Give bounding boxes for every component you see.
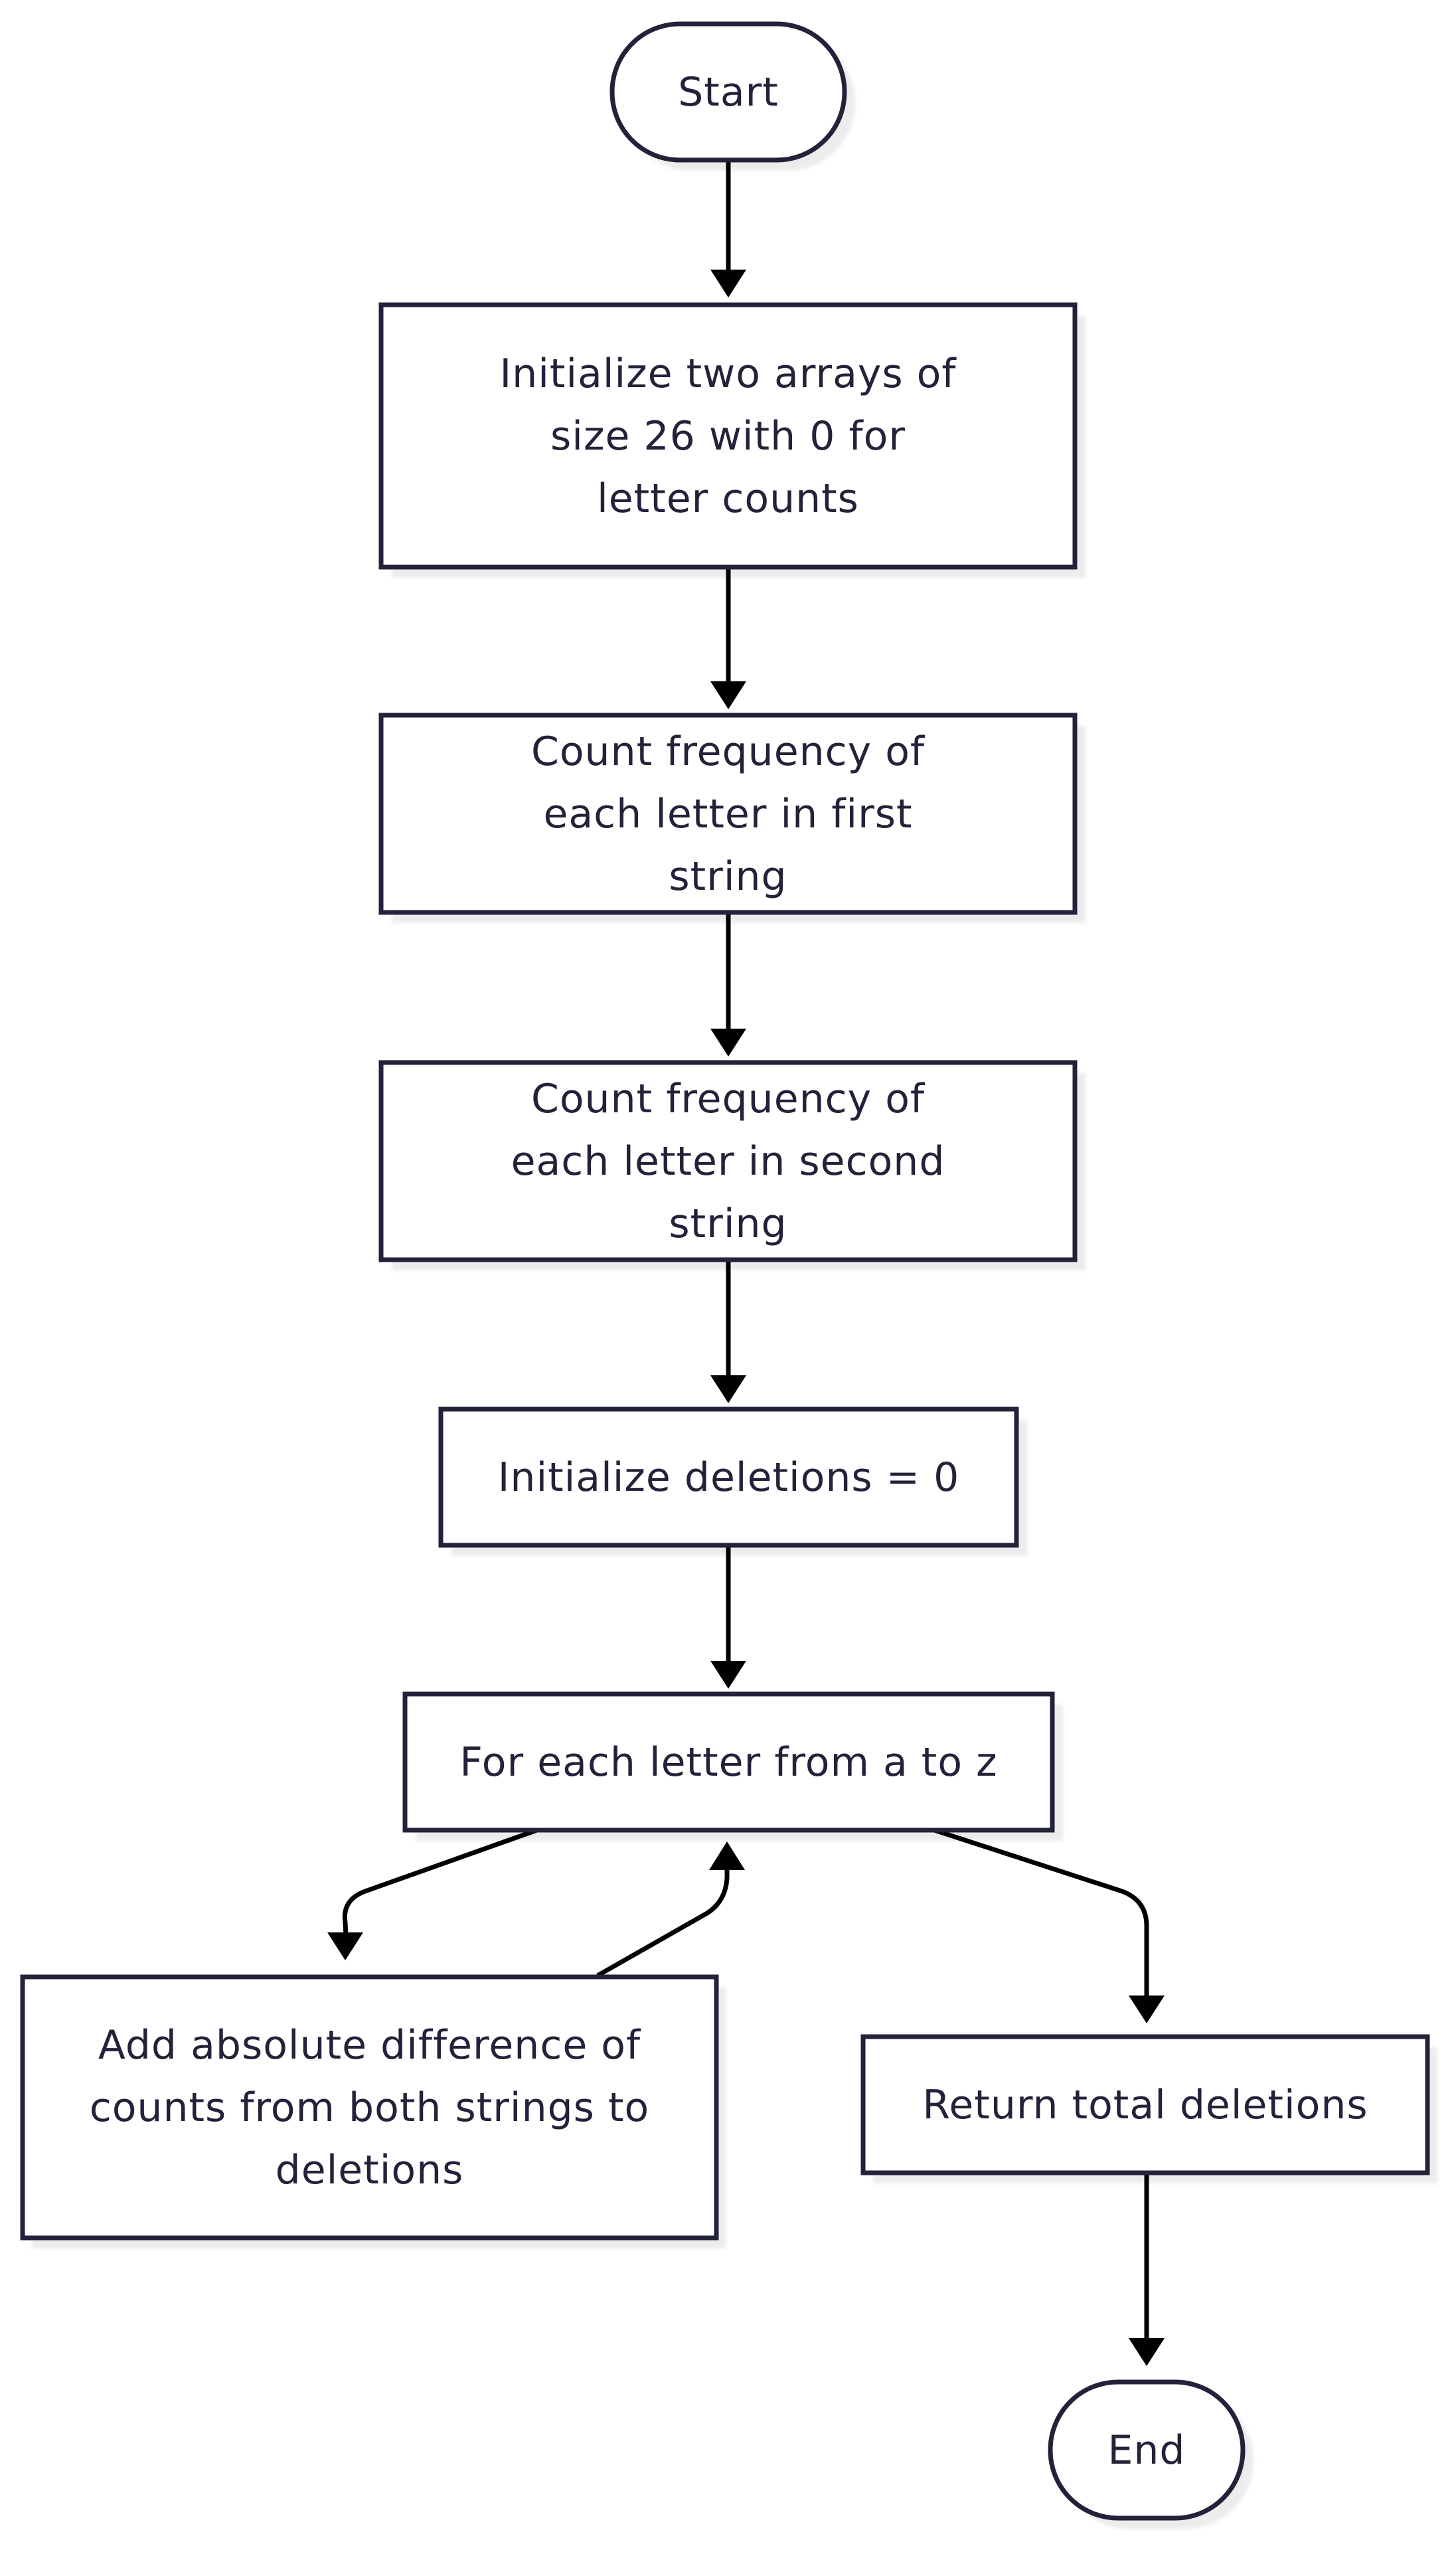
arrowhead-init-arrays <box>710 270 746 298</box>
edge-loop-to-add-difference <box>342 1825 546 1936</box>
count-first-label: Count frequency of each letter in first … <box>530 728 926 900</box>
arrowhead-count-first <box>710 681 746 709</box>
end-node <box>1048 2379 1246 2521</box>
add-difference-label: Add absolute difference of counts from b… <box>89 2021 650 2193</box>
edge-add-difference-to-loop <box>596 1867 730 1978</box>
count-second-label: Count frequency of each letter in second… <box>511 1075 945 1247</box>
init-arrays-label: Initialize two arrays of size 26 with 0 … <box>499 350 957 522</box>
init-deletions-node <box>438 1406 1019 1548</box>
count-first-node <box>378 713 1078 915</box>
return-total-node <box>860 2034 1430 2175</box>
loop-label: For each letter from a to z <box>459 1739 998 1786</box>
arrowhead-loop-return <box>709 1841 745 1870</box>
arrowhead-return-total <box>1129 1996 1165 2023</box>
start-label: Start <box>678 68 779 116</box>
start-node <box>609 21 847 163</box>
loop-node <box>402 1691 1055 1833</box>
edges <box>327 159 1165 2366</box>
arrowhead-count-second <box>710 1029 746 1057</box>
count-second-node <box>378 1060 1078 1262</box>
arrowhead-end <box>1129 2338 1165 2366</box>
init-arrays-node <box>378 302 1078 570</box>
edge-loop-to-return-total <box>925 1825 1149 1999</box>
init-deletions-label: Initialize deletions = 0 <box>497 1454 960 1501</box>
nodes <box>20 21 1430 2521</box>
arrowhead-loop <box>710 1661 746 1689</box>
return-total-label: Return total deletions <box>922 2081 1368 2128</box>
arrowhead-init-deletions <box>710 1375 746 1403</box>
arrowhead-add-difference <box>327 1932 363 1960</box>
end-label: End <box>1107 2426 1186 2474</box>
add-difference-node <box>20 1974 719 2241</box>
